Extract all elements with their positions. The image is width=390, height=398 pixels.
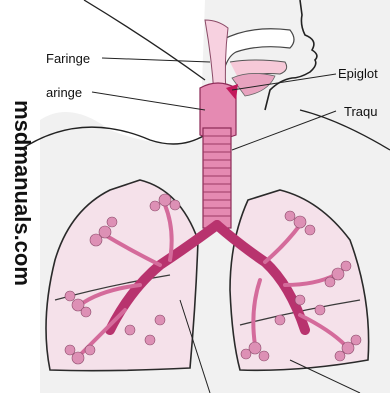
neck-outline-left	[84, 0, 205, 80]
label-faringe: Faringe	[46, 51, 90, 66]
watermark-text: msdmanuals.com	[9, 93, 35, 293]
trachea	[203, 128, 231, 228]
label-laringe: aringe	[46, 85, 82, 100]
label-epiglote: Epiglot	[338, 66, 378, 81]
label-traqueia: Traqu	[344, 104, 377, 119]
